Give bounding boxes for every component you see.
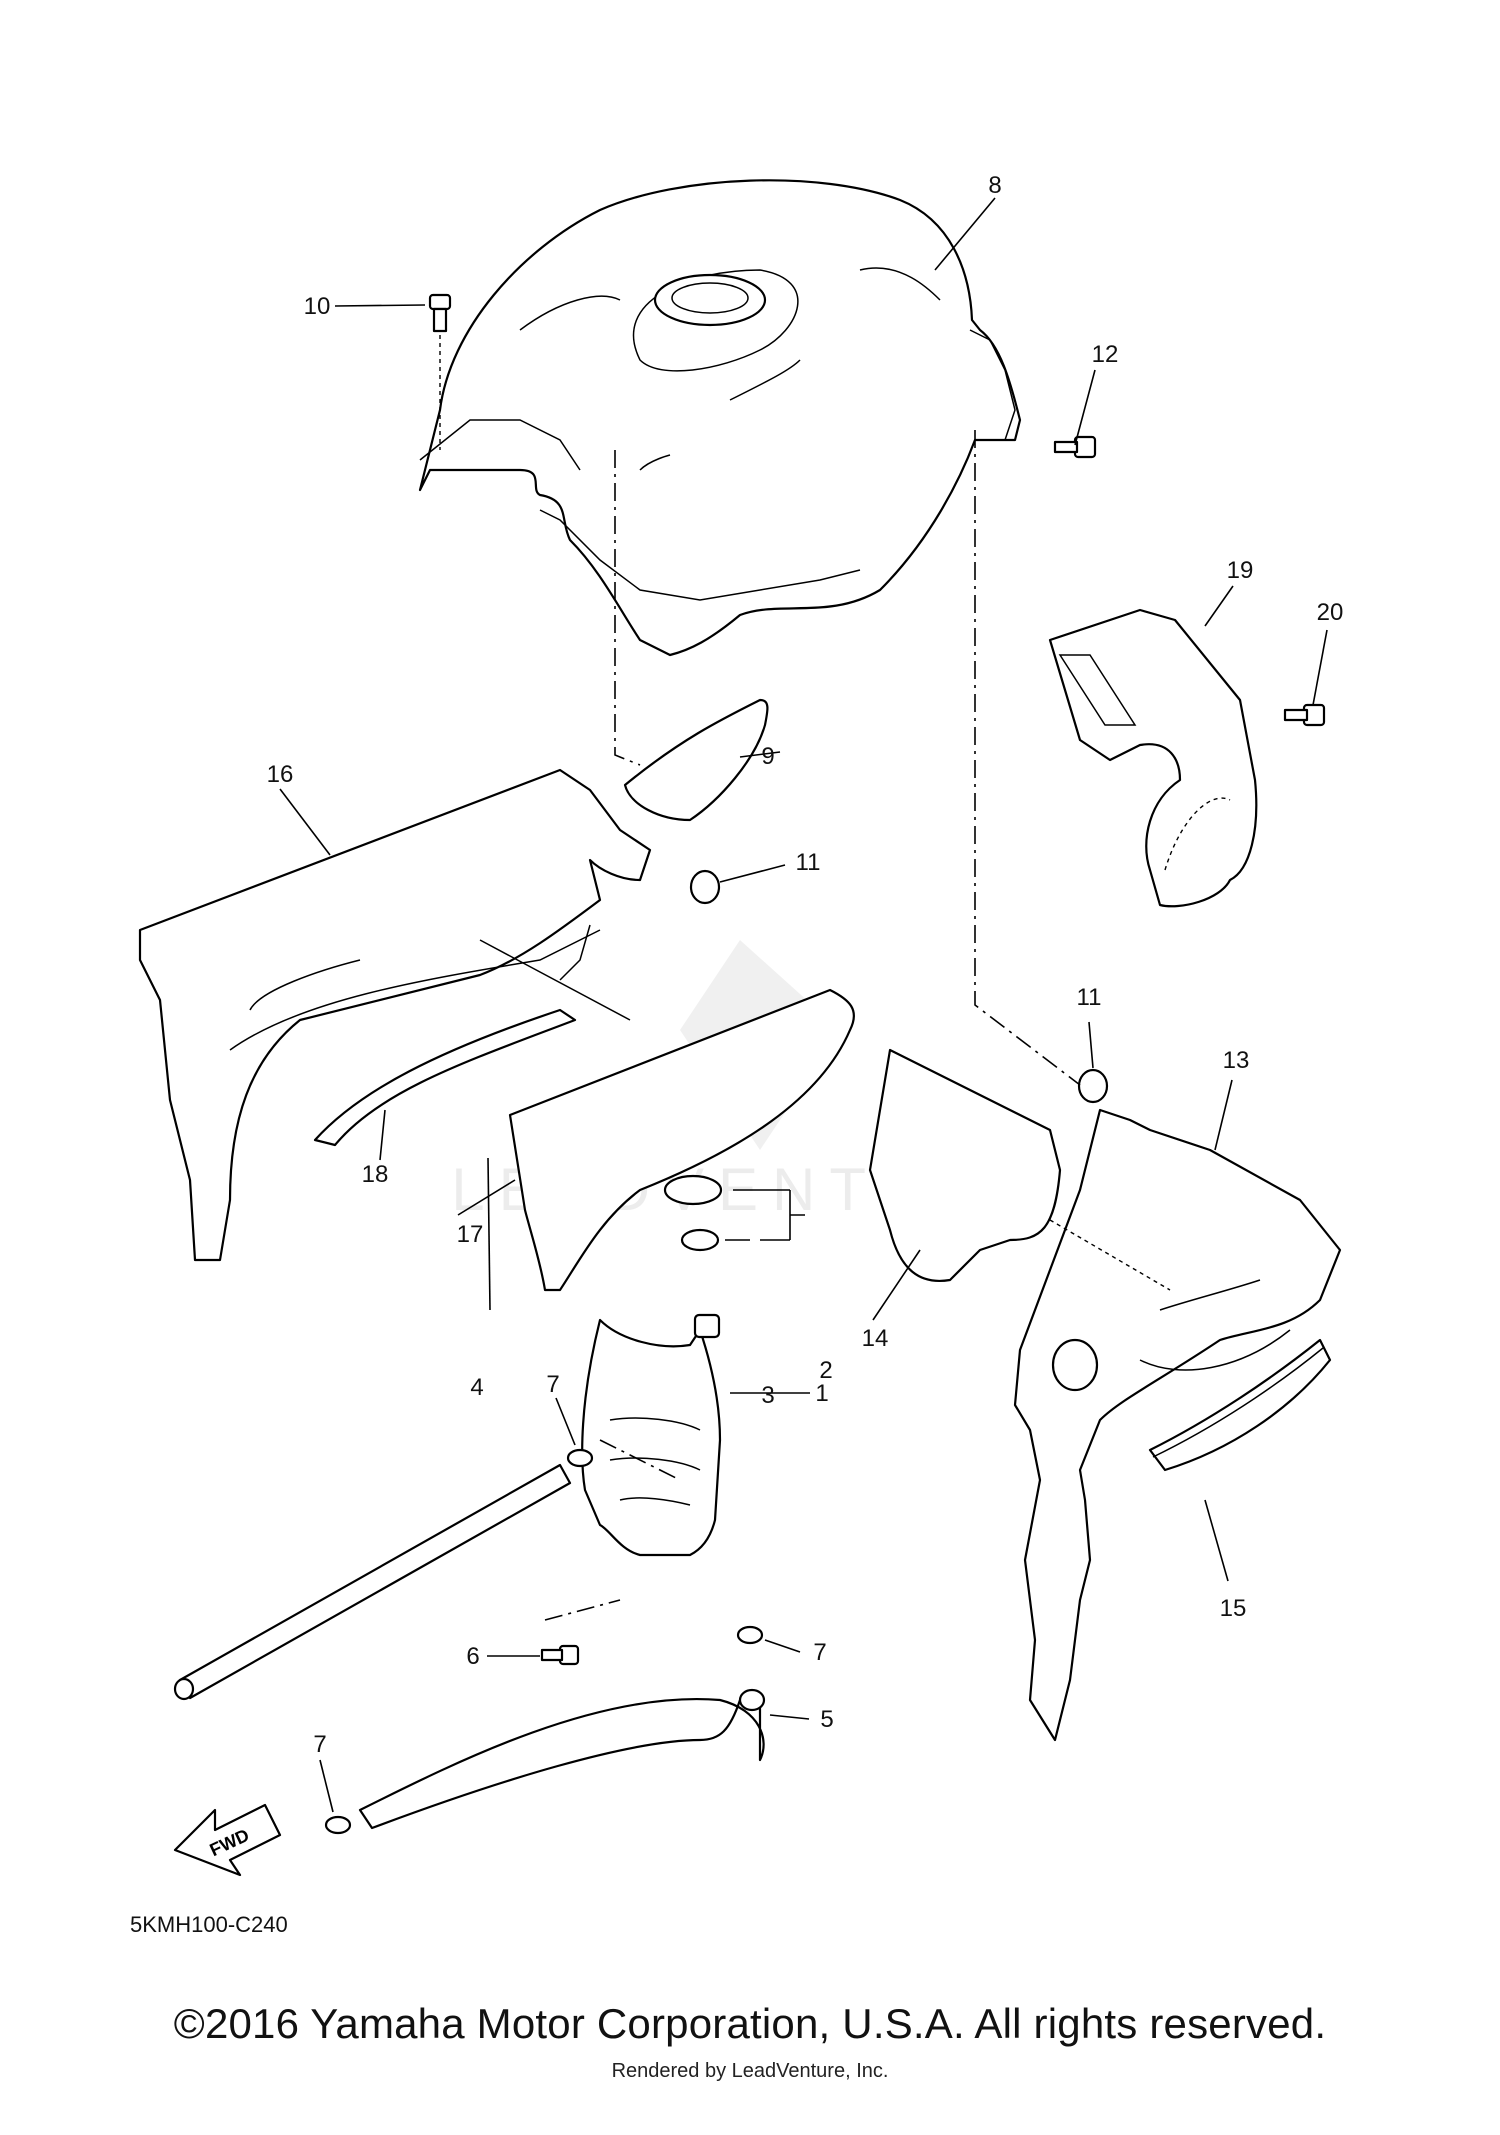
assembly-line-9 (614, 450, 641, 766)
callout-10: 10 (304, 293, 331, 320)
assembly-line-4 (599, 1439, 681, 1481)
assembly-line-6 (544, 1599, 621, 1621)
callout-16: 16 (267, 761, 294, 788)
part-11-grommet-lower (1077, 1068, 1109, 1104)
callout-12: 12 (1092, 341, 1119, 368)
part-7-clamp-a (566, 1448, 594, 1468)
part-6-bolt (540, 1644, 580, 1666)
callout-20: 20 (1317, 599, 1344, 626)
part-9-pad (623, 698, 769, 822)
part-14-panel (868, 1048, 1062, 1282)
callout-9: 9 (761, 743, 774, 770)
copyright-notice: ©2016 Yamaha Motor Corporation, U.S.A. A… (173, 2000, 1327, 2047)
part-17-decal (508, 988, 856, 1292)
callout-17: 17 (457, 1221, 484, 1248)
part-12-bolt (1053, 435, 1097, 459)
fwd-arrow-icon: FWD (173, 1803, 282, 1877)
callout-18: 18 (362, 1161, 389, 1188)
callout-8: 8 (988, 172, 1001, 199)
part-4-hose (173, 1463, 572, 1701)
callout-labels: 8 10 12 19 20 9 11 11 13 16 18 17 14 15 … (267, 172, 1344, 1758)
part-18-strip (313, 1008, 577, 1147)
callout-3: 3 (761, 1382, 774, 1409)
callout-7-c: 7 (313, 1731, 326, 1758)
rendered-by-credit: Rendered by LeadVenture, Inc. (611, 2060, 889, 2082)
assembly-line-11-13 (974, 430, 1081, 1086)
part-8-fuel-tank (418, 179, 1022, 657)
part-2-cap (663, 1174, 723, 1206)
callout-7-b: 7 (813, 1639, 826, 1666)
part-7-clamp-c (324, 1815, 352, 1835)
leader-lines (279, 197, 1328, 1813)
callout-13: 13 (1223, 1047, 1250, 1074)
callout-11-upper: 11 (796, 849, 821, 876)
part-7-clamp-b (736, 1625, 764, 1645)
part-1-reservoir-tank (581, 1313, 722, 1557)
part-13-right-side-cover (1013, 1108, 1342, 1742)
callout-6: 6 (466, 1643, 479, 1670)
callout-7-a: 7 (546, 1371, 559, 1398)
callout-5: 5 (820, 1706, 833, 1733)
callout-15: 15 (1220, 1595, 1247, 1622)
callout-2: 2 (819, 1357, 832, 1384)
part-10-screw (428, 293, 452, 450)
part-11-grommet-upper (689, 869, 721, 905)
callout-14: 14 (862, 1325, 889, 1352)
part-19-air-duct (1048, 608, 1258, 908)
callout-11-lower: 11 (1077, 984, 1102, 1011)
part-15-strip (1148, 1338, 1332, 1472)
part-5-drain-hose (358, 1688, 766, 1830)
part-3-seal (680, 1228, 720, 1252)
part-20-bolt (1283, 703, 1326, 727)
callout-1: 1 (815, 1380, 828, 1407)
callout-4: 4 (470, 1374, 483, 1401)
drawing-code: 5KMH100-C240 (130, 1912, 288, 1937)
part-16-left-side-cover (138, 768, 652, 1262)
callout-19: 19 (1227, 557, 1254, 584)
